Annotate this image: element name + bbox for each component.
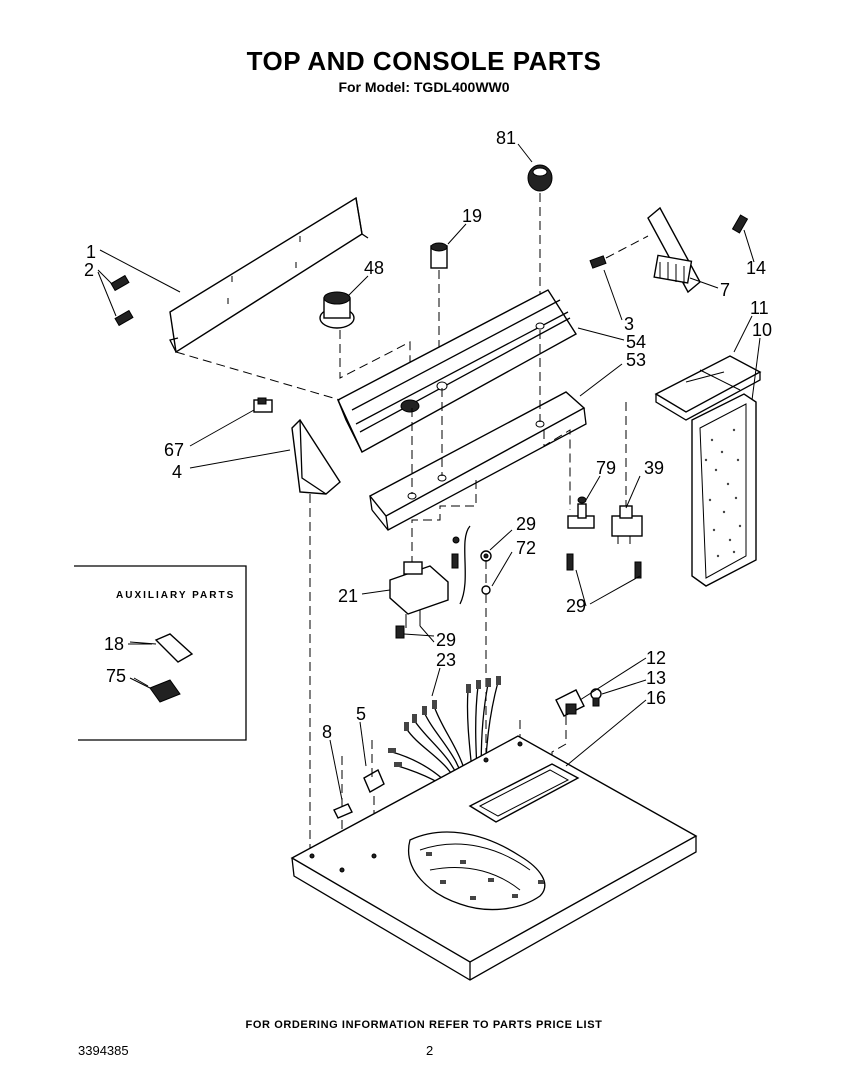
callout-48: 48 bbox=[364, 258, 384, 278]
callout-8: 8 bbox=[322, 722, 332, 742]
leader-timer bbox=[411, 480, 477, 570]
part-bracket-12 bbox=[555, 689, 585, 717]
part-screw-3 bbox=[589, 235, 649, 269]
callout-14: 14 bbox=[746, 258, 766, 278]
callout-7: 7 bbox=[720, 280, 730, 300]
part-lint-cover-11 bbox=[654, 355, 762, 421]
callout-29-timer: 29 bbox=[436, 630, 456, 650]
part-knob-81 bbox=[527, 164, 553, 318]
page-number: 2 bbox=[426, 1043, 434, 1058]
callout-81: 81 bbox=[496, 128, 516, 148]
document-number: 3394385 bbox=[78, 1043, 129, 1058]
part-bracket-7 bbox=[647, 206, 701, 294]
callout-19: 19 bbox=[462, 206, 482, 226]
part-end-cap-4 bbox=[291, 418, 341, 856]
leader-53 bbox=[543, 429, 571, 510]
callout-5: 5 bbox=[356, 704, 366, 724]
part-console-panel-54 bbox=[337, 289, 577, 453]
part-switch-79 bbox=[567, 496, 595, 529]
part-connector-75 bbox=[129, 677, 181, 703]
callout-12: 12 bbox=[646, 648, 666, 668]
callout-13: 13 bbox=[646, 668, 666, 688]
ordering-info-note: FOR ORDERING INFORMATION REFER TO PARTS … bbox=[245, 1019, 603, 1031]
callout-54: 54 bbox=[626, 332, 646, 352]
part-console-back-53 bbox=[368, 330, 587, 531]
part-screws-29-right bbox=[566, 553, 642, 579]
callout-18: 18 bbox=[104, 634, 124, 654]
callout-1: 1 bbox=[86, 242, 96, 262]
callout-21: 21 bbox=[338, 586, 358, 606]
leader-panel bbox=[175, 351, 341, 401]
part-connector-18 bbox=[129, 633, 194, 663]
part-rear-bracket bbox=[169, 196, 369, 354]
callout-72: 72 bbox=[516, 538, 536, 558]
part-screw-14 bbox=[731, 214, 749, 234]
auxiliary-parts-title: AUXILIARY PARTS bbox=[116, 590, 235, 601]
callout-16: 16 bbox=[646, 688, 666, 708]
callout-29-switch: 29 bbox=[566, 596, 586, 616]
callout-79: 79 bbox=[596, 458, 616, 478]
part-screw-13 bbox=[590, 688, 602, 707]
part-timer-21 bbox=[389, 561, 449, 639]
model-subtitle: For Model: TGDL400WW0 bbox=[338, 79, 510, 95]
auxiliary-parts-box: AUXILIARY PARTS bbox=[74, 565, 247, 741]
callout-53: 53 bbox=[626, 350, 646, 370]
part-clip-67 bbox=[253, 397, 273, 413]
callout-labels: 1 2 81 19 48 14 7 3 54 53 11 10 67 4 79 … bbox=[84, 128, 772, 742]
part-dryer-top bbox=[290, 735, 698, 981]
callout-3: 3 bbox=[624, 314, 634, 334]
callout-75: 75 bbox=[106, 666, 126, 686]
leader-lines bbox=[97, 143, 761, 801]
callout-67: 67 bbox=[164, 440, 184, 460]
callout-4: 4 bbox=[172, 462, 182, 482]
part-knob-48 bbox=[319, 291, 411, 402]
part-ground-wire-29 bbox=[451, 525, 492, 760]
part-knob-19 bbox=[430, 242, 448, 380]
callout-23: 23 bbox=[436, 650, 456, 670]
part-screws-2 bbox=[110, 274, 134, 327]
callout-2: 2 bbox=[84, 260, 94, 280]
page-title: TOP AND CONSOLE PARTS bbox=[246, 46, 602, 76]
callout-29-ground: 29 bbox=[516, 514, 536, 534]
part-switch-39 bbox=[611, 402, 643, 544]
part-lint-screen-10 bbox=[691, 393, 757, 587]
callout-11: 11 bbox=[750, 298, 769, 318]
callout-39: 39 bbox=[644, 458, 664, 478]
callout-10: 10 bbox=[752, 320, 772, 340]
